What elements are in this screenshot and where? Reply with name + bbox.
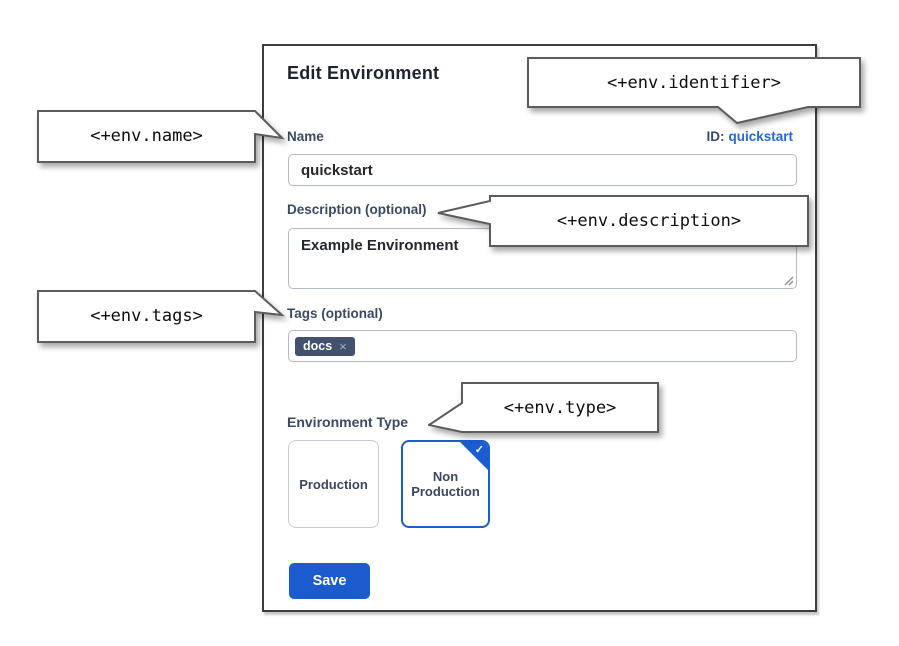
callout-env-name: <+env.name> [37,110,285,166]
textarea-resize-handle[interactable] [783,275,794,286]
callout-env-tags-text: <+env.tags> [90,306,203,326]
callout-env-identifier-text: <+env.identifier> [607,72,781,93]
save-button[interactable]: Save [289,563,370,599]
identifier-row: ID:quickstart [706,129,793,144]
environment-type-options: Production Non Production ✓ [288,440,490,528]
tag-remove-icon[interactable]: × [339,338,347,354]
callout-env-name-text: <+env.name> [90,126,203,146]
type-card-production[interactable]: Production [288,440,379,528]
type-card-non-production[interactable]: Non Production ✓ [401,440,490,528]
environment-type-label: Environment Type [287,414,409,430]
type-card-production-label: Production [299,476,368,492]
callout-env-type: <+env.type> [428,382,660,436]
callout-env-type-text: <+env.type> [503,397,617,418]
tags-label: Tags (optional) [287,306,383,321]
id-value-link[interactable]: quickstart [728,129,793,144]
tag-chip: docs × [295,336,355,356]
name-input[interactable]: quickstart [288,154,797,186]
callout-env-description-text: <+env.description> [556,211,742,231]
description-value: Example Environment [301,237,459,254]
description-label: Description (optional) [287,202,427,217]
tag-chip-text: docs [303,338,333,353]
callout-env-identifier: <+env.identifier> [527,57,863,127]
check-icon: ✓ [474,444,484,456]
type-card-non-production-label: Non Production [411,469,480,499]
tags-input[interactable]: docs × [288,330,797,362]
callout-env-tags: <+env.tags> [37,290,285,346]
dialog-title: Edit Environment [287,63,440,83]
callout-env-description: <+env.description> [437,195,811,249]
name-label: Name [287,129,324,144]
id-label: ID: [706,129,725,144]
edit-environment-dialog: Edit Environment Name ID:quickstart quic… [262,44,817,612]
